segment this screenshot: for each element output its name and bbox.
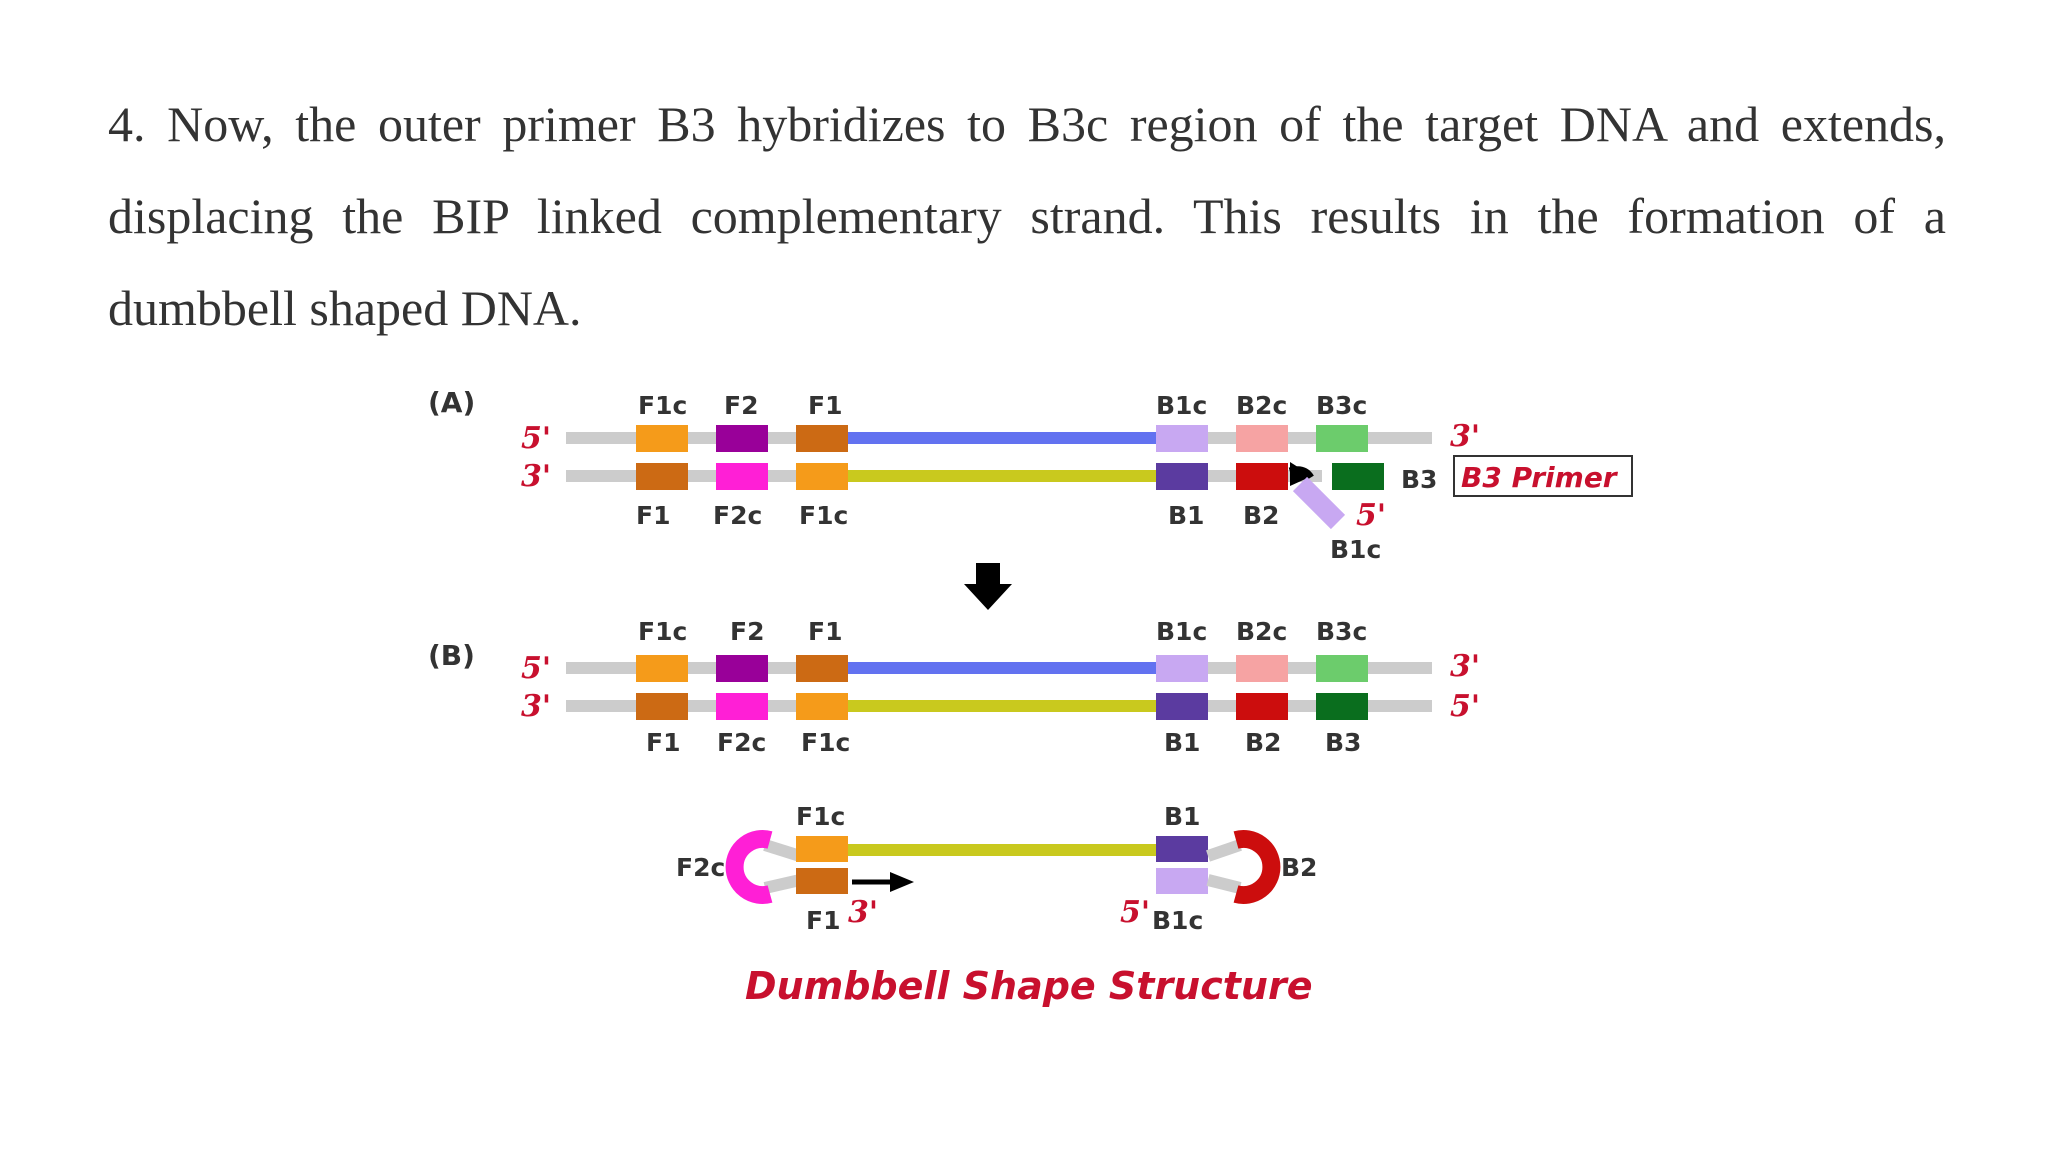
panel-a-b1c-region — [1156, 425, 1208, 452]
panel-a-f2-region — [716, 425, 768, 452]
panel-a-b3-primer-region — [1332, 463, 1384, 490]
dumbbell-title: Dumbbell Shape Structure — [745, 964, 1313, 1008]
dumbbell-3-end: 3' — [848, 895, 878, 930]
panel-a-label-f1c-bottom: F1c — [799, 501, 848, 530]
down-arrow-icon — [964, 563, 1012, 610]
panel-b-b1-region — [1156, 693, 1208, 720]
panel-a-label-b1: B1 — [1168, 501, 1204, 530]
dumbbell-b1-region — [1156, 836, 1208, 862]
panel-b-b2-region — [1236, 693, 1288, 720]
panel-a-label: (A) — [428, 386, 475, 419]
panel-a-b3-label: B3 — [1401, 465, 1437, 494]
panel-b-b2c-region — [1236, 655, 1288, 682]
panel-a-label-f1: F1 — [636, 501, 670, 530]
panel-a-f1-region — [796, 425, 848, 452]
panel-b-bottom-yellow-strand — [848, 700, 1156, 712]
dumbbell-5-end: 5' — [1120, 895, 1150, 930]
panel-a-label-f1c: F1c — [638, 391, 687, 420]
panel-a-flap-5-end: 5' — [1356, 498, 1386, 533]
panel-a-b2-region — [1236, 463, 1288, 490]
dumbbell-b1c-region — [1156, 868, 1208, 894]
panel-a-label-b2c: B2c — [1236, 391, 1287, 420]
panel-b-label-f1c-bottom: F1c — [801, 728, 850, 757]
panel-a-primer-label: B3 Primer — [1461, 461, 1619, 494]
panel-a-label-f2c: F2c — [713, 501, 762, 530]
panel-a-label-b3c: B3c — [1316, 391, 1367, 420]
panel-b-top-5-end: 5' — [521, 651, 551, 686]
panel-b-label-b3: B3 — [1325, 728, 1361, 757]
panel-a-b3c-region — [1316, 425, 1368, 452]
panel-a-extension-arrowhead — [1290, 462, 1312, 486]
panel-a-primer-box — [1453, 455, 1633, 497]
panel-a-bottom-yellow-strand — [848, 470, 1156, 482]
dumbbell-left-connector-top — [763, 839, 802, 862]
dumbbell-f2c-loop — [725, 830, 773, 904]
panel-b-f2c-region — [716, 693, 768, 720]
dumbbell-f1c-label: F1c — [796, 802, 845, 831]
panel-a-flap-b1c-label: B1c — [1330, 535, 1381, 564]
panel-a-label-b1c: B1c — [1156, 391, 1207, 420]
panel-b-label-f1c: F1c — [638, 617, 687, 646]
panel-b-label: (B) — [428, 639, 475, 672]
panel-b-f2-region — [716, 655, 768, 682]
panel-a-label-f2: F2 — [724, 391, 758, 420]
panel-b-top-blue-strand — [848, 662, 1156, 674]
panel-b-f1c-bottom-region — [796, 693, 848, 720]
panel-a-f1c-region — [636, 425, 688, 452]
panel-b-top-3-end: 3' — [1450, 649, 1480, 684]
panel-a-f1-bottom-region — [636, 463, 688, 490]
panel-b-label-b2: B2 — [1245, 728, 1281, 757]
dumbbell-right-connector-bottom — [1206, 874, 1242, 894]
dumbbell-f2c-label: F2c — [676, 853, 725, 882]
dumbbell-b2-loop — [1233, 830, 1281, 904]
panel-a-f1c-bottom-region — [796, 463, 848, 490]
panel-a-b1-region — [1156, 463, 1208, 490]
dumbbell-f1-label: F1 — [806, 906, 840, 935]
panel-b-bottom-3-end: 3' — [521, 689, 551, 724]
panel-a-top-5-end: 5' — [521, 421, 551, 456]
panel-b-label-f2: F2 — [730, 617, 764, 646]
panel-a-top-3-end: 3' — [1450, 419, 1480, 454]
panel-b-b3c-region — [1316, 655, 1368, 682]
panel-b-label-b2c: B2c — [1236, 617, 1287, 646]
dumbbell-f1-region — [796, 868, 848, 894]
dumbbell-b2-label: B2 — [1281, 853, 1317, 882]
panel-b-f1c-region — [636, 655, 688, 682]
panel-b-b1c-region — [1156, 655, 1208, 682]
panel-b-bottom-5-end: 5' — [1450, 689, 1480, 724]
panel-b-label-b1: B1 — [1164, 728, 1200, 757]
panel-b-b3-region — [1316, 693, 1368, 720]
panel-a-bottom-3-end: 3' — [521, 459, 551, 494]
dumbbell-b1c-label: B1c — [1152, 906, 1203, 935]
dumbbell-left-connector-bottom — [763, 874, 802, 894]
panel-a-label-b2: B2 — [1243, 501, 1279, 530]
panel-a-b2c-region — [1236, 425, 1288, 452]
dumbbell-right-connector-top — [1206, 839, 1242, 862]
panel-a-top-blue-strand — [848, 432, 1156, 444]
panel-a-label-f1: F1 — [808, 391, 842, 420]
panel-a-f2c-region — [716, 463, 768, 490]
dumbbell-f1c-region — [796, 836, 848, 862]
description-paragraph: 4. Now, the outer primer B3 hybridizes t… — [108, 96, 1946, 336]
panel-b-label-f1-bottom: F1 — [646, 728, 680, 757]
dumbbell-yellow-strand — [848, 844, 1156, 856]
panel-a-b1c-flap — [1292, 476, 1346, 530]
panel-b-label-f2c: F2c — [717, 728, 766, 757]
panel-b-f1-region — [796, 655, 848, 682]
dumbbell-b1-label: B1 — [1164, 802, 1200, 831]
panel-b-f1-bottom-region — [636, 693, 688, 720]
dumbbell-extension-arrow-icon — [890, 872, 914, 892]
panel-b-label-b1c: B1c — [1156, 617, 1207, 646]
panel-b-label-b3c: B3c — [1316, 617, 1367, 646]
panel-b-label-f1: F1 — [808, 617, 842, 646]
